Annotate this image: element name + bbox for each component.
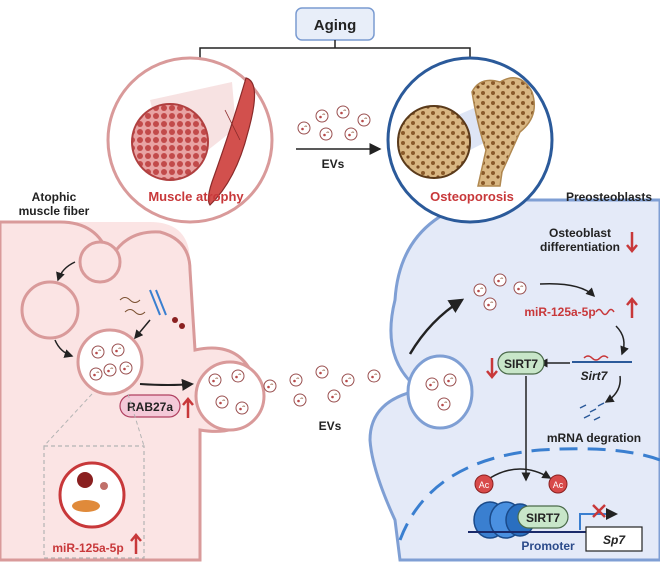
transcription-arrow bbox=[579, 508, 618, 530]
mirna-icon bbox=[595, 308, 615, 316]
evs-middle-stream bbox=[263, 365, 381, 407]
bone-icon bbox=[471, 77, 535, 187]
evs-top-label: EVs bbox=[322, 157, 345, 171]
sirt7-down-arrow bbox=[486, 358, 498, 379]
mir-left-label: miR-125a-5p bbox=[52, 541, 123, 555]
osteoblast-diff-down-arrow bbox=[626, 232, 638, 253]
ac-left: Ac bbox=[474, 474, 494, 494]
muscle-icon bbox=[207, 77, 256, 206]
nucleus-membrane bbox=[398, 447, 660, 541]
mrna-degration-label: mRNA degration bbox=[547, 431, 641, 445]
uptake-arrow bbox=[408, 298, 465, 355]
muscle-cross-section-icon bbox=[131, 103, 209, 181]
osteoblast-diff-line1: Osteoblast bbox=[549, 226, 611, 240]
sp7-label: Sp7 bbox=[603, 533, 626, 547]
mvb-inset bbox=[43, 393, 145, 559]
mir-left-up-arrow bbox=[130, 533, 142, 554]
mir-right-up-arrow bbox=[626, 297, 638, 318]
mir-right-label: miR-125a-5p bbox=[524, 305, 595, 319]
sirt7-mrna-label: Sirt7 bbox=[581, 369, 609, 383]
sirt7-nucleus-label: SIRT7 bbox=[526, 511, 560, 525]
muscle-atrophy-label: Muscle atrophy bbox=[148, 189, 244, 204]
secretion-pocket bbox=[194, 360, 266, 432]
osteoporosis-panel: Osteoporosis bbox=[386, 56, 554, 224]
rab27a-up-arrow bbox=[182, 397, 194, 418]
sirt7-protein-box: SIRT7 bbox=[497, 351, 545, 375]
promoter-label: Promoter bbox=[521, 539, 575, 553]
aging-title: Aging bbox=[314, 17, 357, 34]
mirna-strands bbox=[119, 289, 185, 329]
endocytosis-vesicles bbox=[20, 240, 122, 358]
sirt7-protein-label: SIRT7 bbox=[504, 357, 538, 371]
block-x-icon bbox=[592, 504, 606, 518]
sirt7-nucleus-box: SIRT7 bbox=[517, 505, 569, 529]
degraded-fragments bbox=[579, 402, 605, 421]
uptake-pocket bbox=[406, 354, 474, 430]
sirt7-mrna bbox=[572, 355, 632, 363]
preosteoblasts-label: Preosteoblasts bbox=[566, 190, 652, 204]
evs-middle-label: EVs bbox=[319, 419, 342, 433]
multivesicular-body bbox=[76, 328, 144, 396]
rab27a-label: RAB27a bbox=[127, 400, 173, 414]
bone-cross-section-icon bbox=[397, 105, 471, 179]
ac-right: Ac bbox=[548, 474, 568, 494]
osteoblast-diff-line2: differentiation bbox=[540, 240, 620, 254]
atrophic-fiber-label-line1: Atophic bbox=[32, 190, 77, 204]
sp7-box: Sp7 bbox=[585, 526, 643, 552]
ac-left-label: Ac bbox=[479, 480, 490, 490]
ac-right-label: Ac bbox=[553, 480, 564, 490]
atrophic-fiber-label-line2: muscle fiber bbox=[19, 204, 90, 218]
rab27a-box: RAB27a bbox=[119, 394, 181, 418]
secretion-arrow bbox=[139, 378, 194, 391]
osteoporosis-label: Osteoporosis bbox=[430, 189, 514, 204]
muscle-atrophy-panel: Muscle atrophy bbox=[106, 56, 274, 224]
evs-top-cluster bbox=[297, 105, 371, 141]
aging-title-box: Aging bbox=[295, 7, 375, 41]
